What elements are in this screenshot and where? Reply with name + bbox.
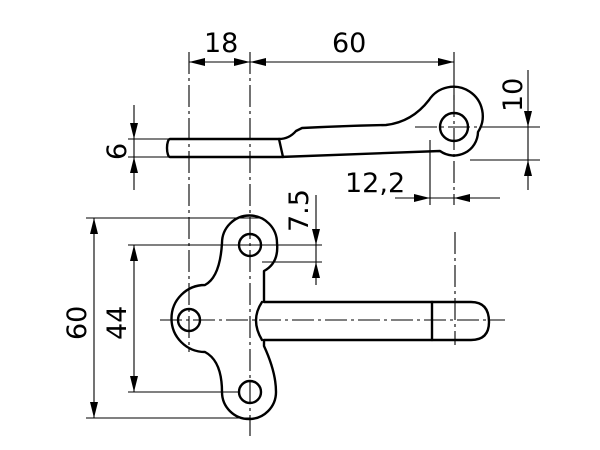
label-width-left: 18 <box>204 28 238 59</box>
label-width-main: 60 <box>332 28 366 59</box>
arm-root-curve <box>254 300 264 342</box>
label-plate-thickness: 6 <box>102 143 133 160</box>
label-ring-offset: 12,2 <box>345 168 405 199</box>
label-overall-height: 60 <box>62 306 93 340</box>
extension-lines <box>86 52 540 436</box>
side-view-profile <box>165 85 484 159</box>
base-plate-outline <box>170 214 491 421</box>
plate-edge <box>277 137 285 159</box>
dimension-lines <box>90 58 532 418</box>
label-ring-height: 10 <box>498 78 529 112</box>
dimension-labels: 18 60 10 6 12,2 7.5 44 60 <box>62 28 529 340</box>
label-hole-spacing: 44 <box>102 306 133 340</box>
side-view <box>165 85 535 205</box>
front-view <box>160 214 505 421</box>
label-small-spacing: 7.5 <box>284 189 315 232</box>
